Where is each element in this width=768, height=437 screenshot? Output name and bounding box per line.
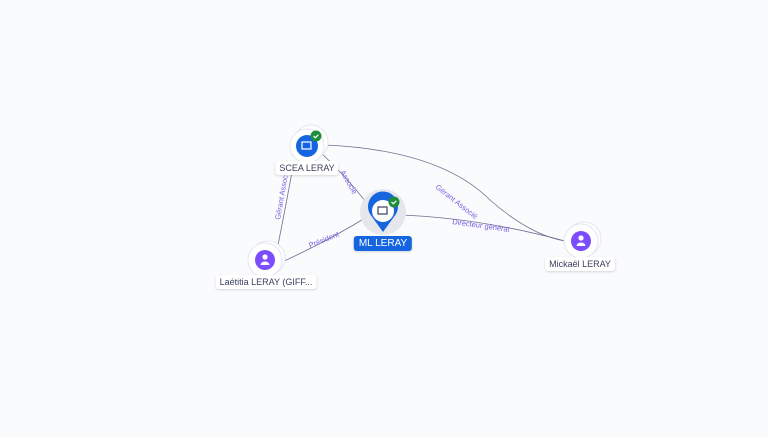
node-label-scea[interactable]: SCEA LERAY [275, 161, 339, 175]
node-laetitia[interactable] [247, 240, 286, 278]
person-icon [260, 254, 270, 265]
person-icon [576, 235, 586, 246]
node-label-laetitia[interactable]: Laétitia LERAY (GIFF... [215, 275, 317, 289]
node-label-ml[interactable]: ML LERAY [353, 236, 413, 251]
edge-label: Associé [338, 169, 359, 196]
edge-laetitia-scea[interactable] [277, 171, 293, 246]
node-ml[interactable] [360, 189, 406, 235]
node-scea[interactable] [289, 124, 329, 164]
edge-scea-mickael[interactable] [324, 144, 566, 242]
verified-icon [310, 130, 322, 142]
building-icon [301, 141, 312, 150]
building-icon [377, 206, 388, 215]
edge-label: Président [307, 229, 341, 250]
edge-label: Directeur général [452, 217, 511, 234]
node-mickael[interactable] [563, 221, 602, 259]
verified-icon [388, 196, 400, 208]
edge-mickael-ml[interactable] [399, 214, 566, 242]
edge-label: Gérant Associé [434, 182, 480, 220]
node-label-mickael[interactable]: Mickaël LERAY [545, 257, 615, 271]
